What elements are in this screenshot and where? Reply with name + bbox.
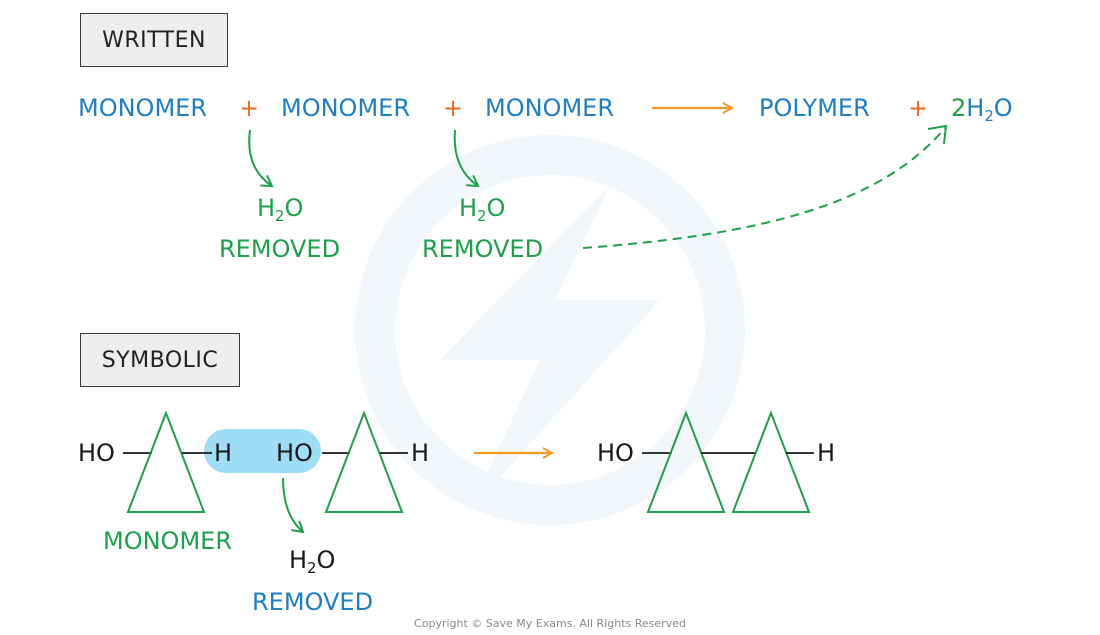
removed-water-1: H2O [257,194,304,224]
symbolic-ho-2: HO [276,439,313,467]
removed-label-1: REMOVED [219,235,341,263]
monomer-triangle-1 [126,410,206,513]
water-transfer-arrowhead [927,124,948,145]
water-o: O [993,94,1013,122]
written-monomer-2: MONOMER [281,94,410,122]
written-label: WRITTEN [80,13,228,67]
water-coefficient: 2 [951,94,967,122]
symbolic-removed-water: H2O [289,546,336,576]
symbolic-monomer-label: MONOMER [103,527,232,555]
watermark-logo [355,135,745,525]
removed-water-2: H2O [459,194,506,224]
symbolic-label: SYMBOLIC [80,333,240,387]
symbolic-h-1: H [214,439,233,467]
dimer-triangle-1 [646,410,726,513]
removed-label-2: REMOVED [422,235,544,263]
dimer-triangle-2 [731,410,811,513]
water-subscript: 2 [275,207,285,226]
water-o: O [284,194,304,222]
written-polymer: POLYMER [759,94,870,122]
water-removal-highlight [204,429,321,473]
written-monomer-1: MONOMER [78,94,207,122]
water-o: O [486,194,506,222]
removed-arrow-1 [248,129,274,188]
water-h: H [289,546,308,574]
written-plus-2: + [443,94,464,122]
written-monomer-3: MONOMER [485,94,614,122]
dimer-ho: HO [597,439,634,467]
written-plus-1: + [239,94,260,122]
dimer-h: H [817,439,836,467]
monomer-triangle-2 [324,410,404,513]
removed-arrow-2 [453,129,480,188]
water-subscript: 2 [307,559,317,578]
water-h: H [459,194,478,222]
symbolic-h-2: H [411,439,430,467]
written-water-product: 2H2O [951,94,1013,124]
water-o: O [316,546,336,574]
water-h: H [257,194,276,222]
symbolic-removed-label: REMOVED [252,588,374,616]
water-transfer-arrow [582,127,946,249]
water-subscript: 2 [984,107,994,126]
written-plus-3: + [908,94,929,122]
water-subscript: 2 [477,207,487,226]
symbolic-ho-1: HO [78,439,115,467]
water-h: H [966,94,985,122]
symbolic-removed-arrow [282,477,305,534]
copyright-notice: Copyright © Save My Exams. All Rights Re… [414,617,686,630]
